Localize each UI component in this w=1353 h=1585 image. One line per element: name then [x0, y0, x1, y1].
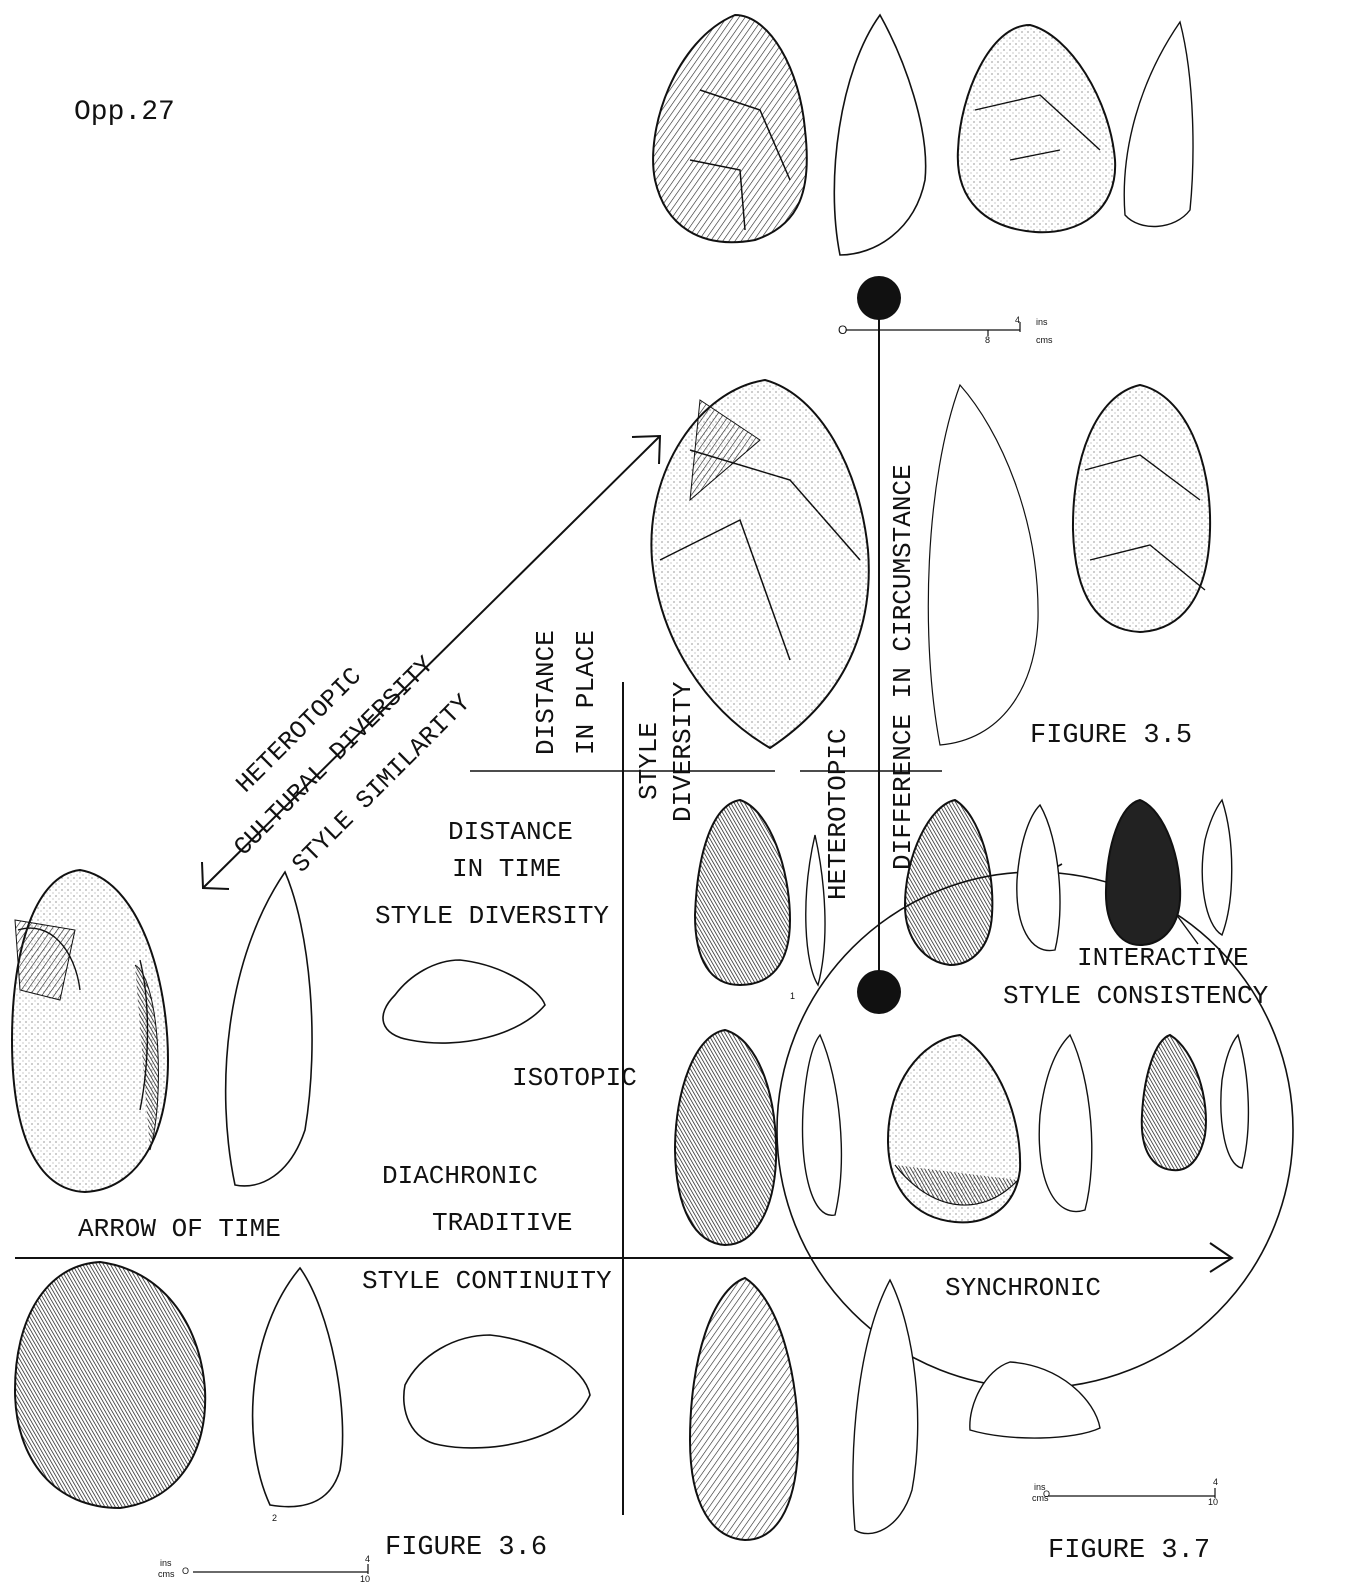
fig35-tool-2-side: [1124, 22, 1193, 226]
label-style-diversity-vertical-line2: DIVERSITY: [670, 682, 696, 822]
scale-bar-top: [846, 322, 1020, 336]
scale-bottom-ins: ins: [160, 1559, 172, 1568]
fig37-tool-4: [675, 1030, 776, 1245]
fig36-tool-1-section: [383, 960, 545, 1043]
label-difference-in-circumstance: DIFFERENCE IN CIRCUMSTANCE: [890, 464, 916, 870]
scale-bar-bottom: [193, 1564, 368, 1574]
circumstance-dot-bottom: [857, 970, 901, 1014]
figure-3-7-caption: FIGURE 3.7: [1048, 1538, 1210, 1565]
fig36-tool-1: [12, 870, 168, 1192]
fig37-tool-3-side: [1202, 800, 1231, 935]
figure-3-5-caption: FIGURE 3.5: [1030, 723, 1192, 750]
fig37-tool-6-side: [1221, 1035, 1248, 1168]
fig37-tool-4-side: [803, 1035, 842, 1215]
scale-bottom-zero: O: [182, 1567, 189, 1576]
fig37-tool-7-section: [970, 1362, 1100, 1438]
scale-bottom-ins-value: 4: [365, 1555, 370, 1564]
scale-top-ins: ins: [1036, 318, 1048, 327]
fig37-tool-1: [695, 800, 790, 985]
scale-top-cms: cms: [1036, 336, 1053, 345]
fig37-tool-2: [905, 800, 992, 965]
scale-top-cms-value: 8: [985, 336, 990, 345]
label-distance-in-place-line1: DISTANCE: [533, 630, 559, 755]
figure-3-6-caption: FIGURE 3.6: [385, 1535, 547, 1562]
scale-bottom-cms-value: 10: [360, 1575, 370, 1584]
fig35-tool-1-side: [834, 15, 925, 255]
label-distance-in-place-line2: IN PLACE: [573, 630, 599, 755]
label-isotopic: ISOTOPIC: [512, 1065, 637, 1091]
scale-right-ins-value: 4: [1213, 1478, 1218, 1487]
scale-top-ins-value: 4: [1015, 316, 1020, 325]
fig36-tool-2-section: [404, 1335, 590, 1448]
fig35-tool-2: [958, 25, 1115, 232]
scale-right-zero: O: [1043, 1490, 1050, 1499]
label-style-diversity: STYLE DIVERSITY: [375, 903, 609, 929]
label-traditive: TRADITIVE: [432, 1210, 572, 1236]
plate-number-1: 1: [790, 992, 795, 1001]
scale-top-zero: O: [838, 324, 847, 336]
label-distance-in-time-line2: IN TIME: [452, 856, 561, 882]
fig36-tool-1-side: [226, 872, 312, 1186]
label-interactive: INTERACTIVE: [1077, 945, 1249, 971]
label-style-diversity-vertical-line1: STYLE: [636, 722, 662, 800]
fig36-tool-2: [15, 1262, 205, 1508]
fig37-tool-7: [690, 1278, 798, 1540]
fig37-tool-2-side: [1017, 805, 1060, 951]
fig36-tool-2-side: [253, 1268, 343, 1507]
label-style-continuity: STYLE CONTINUITY: [362, 1268, 612, 1294]
fig37-tool-3: [1106, 800, 1180, 945]
label-diachronic: DIACHRONIC: [382, 1163, 538, 1189]
fig35-tool-4: [1073, 385, 1210, 632]
circumstance-dot-top: [857, 276, 901, 320]
label-distance-in-time-line1: DISTANCE: [448, 819, 573, 845]
fig35-tool-1: [653, 15, 807, 242]
fig37-tool-5: [888, 1035, 1020, 1222]
label-heterotopic-vertical: HETEROTOPIC: [825, 728, 851, 900]
scale-right-cms-value: 10: [1208, 1498, 1218, 1507]
label-arrow-of-time: ARROW OF TIME: [78, 1216, 281, 1242]
plate-number-2: 2: [272, 1514, 277, 1523]
fig35-tool-3-side: [928, 385, 1038, 745]
fig37-tool-5-side: [1039, 1035, 1092, 1212]
label-style-consistency: STYLE CONSISTENCY: [1003, 983, 1268, 1009]
label-synchronic: SYNCHRONIC: [945, 1275, 1101, 1301]
fig37-tool-7-side: [853, 1280, 918, 1534]
page-ref: Opp.27: [74, 99, 175, 127]
scale-bar-right: [1048, 1488, 1215, 1498]
scale-bottom-cms: cms: [158, 1570, 175, 1579]
fig37-tool-6: [1142, 1035, 1206, 1170]
